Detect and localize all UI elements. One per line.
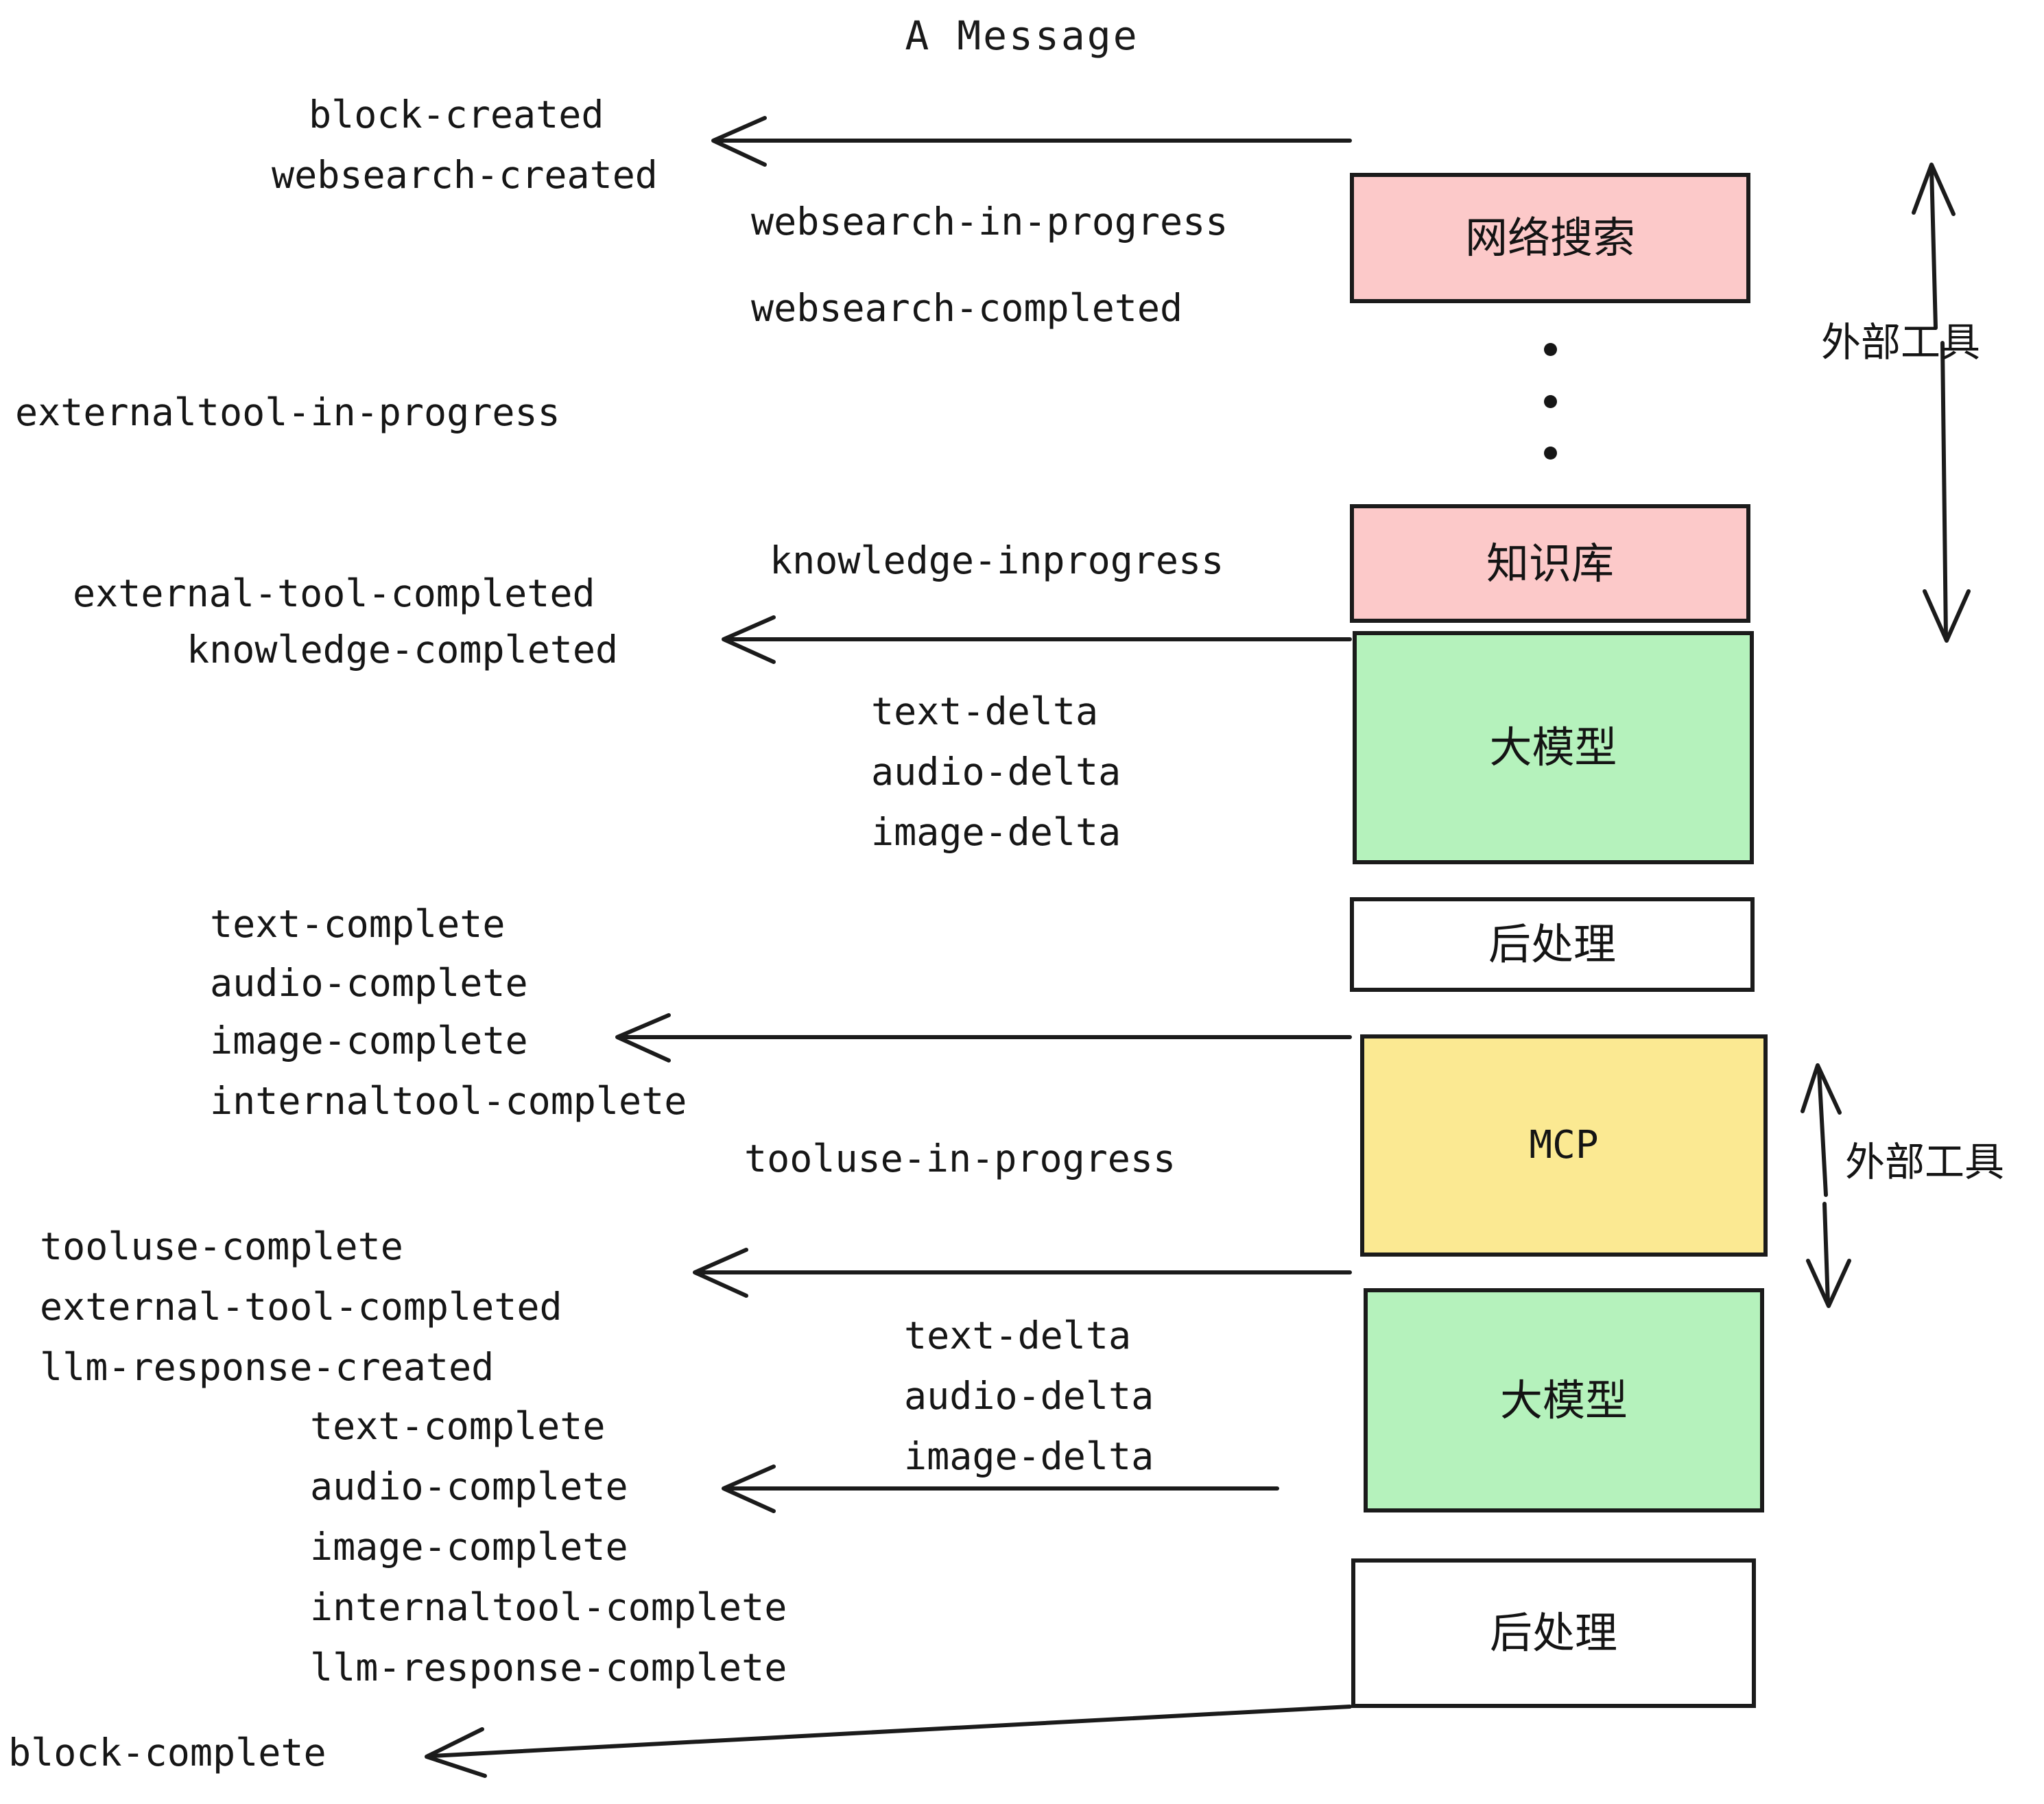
node-knowledge-base-label: 知识库 xyxy=(1486,538,1614,589)
event-label-tooluse-in-progress: tooluse-in-progress xyxy=(744,1137,1176,1180)
event-label-llm-response-created: llm-response-created xyxy=(40,1345,495,1389)
node-llm-top-label: 大模型 xyxy=(1489,722,1617,772)
node-postprocess-bottom[interactable]: 后处理 xyxy=(1351,1558,1756,1708)
event-label-audio-complete-1: audio-complete xyxy=(210,961,528,1005)
event-label-image-complete-2: image-complete xyxy=(310,1525,628,1569)
bracket-external-tools-bottom-up-arrow xyxy=(1801,1063,1842,1197)
node-mcp[interactable]: MCP xyxy=(1360,1034,1768,1257)
bracket-external-tools-top-up-arrow xyxy=(1912,163,1956,330)
event-label-websearch-in-progress: websearch-in-progress xyxy=(751,200,1228,244)
event-label-block-complete: block-complete xyxy=(8,1731,326,1775)
event-label-text-delta-1: text-delta xyxy=(871,689,1099,733)
node-postprocess-bottom-label: 后处理 xyxy=(1489,1608,1617,1658)
event-label-knowledge-inprogress: knowledge-inprogress xyxy=(770,538,1224,582)
event-label-block-created: block-created xyxy=(309,93,604,137)
arrow-websearch-to-block-created xyxy=(711,116,1352,167)
event-label-llm-response-complete: llm-response-complete xyxy=(310,1646,787,1689)
arrow-mcp-to-tooluse-complete xyxy=(693,1248,1352,1298)
event-label-text-delta-2: text-delta xyxy=(904,1314,1132,1357)
side-label-external-tools-bottom: 外部工具 xyxy=(1845,1139,2005,1185)
event-label-tooluse-complete: tooluse-complete xyxy=(40,1224,403,1268)
vertical-ellipsis-icon xyxy=(1543,343,1557,460)
event-label-knowledge-completed: knowledge-completed xyxy=(187,628,619,672)
arrow-postprocess-to-image-complete xyxy=(615,1013,1352,1063)
event-label-internaltool-complete-1: internaltool-complete xyxy=(210,1079,687,1123)
event-label-audio-complete-2: audio-complete xyxy=(310,1464,628,1508)
event-label-externaltool-in-progress: externaltool-in-progress xyxy=(15,390,560,434)
event-label-websearch-completed: websearch-completed xyxy=(751,286,1183,330)
arrow-postprocess-to-block-complete xyxy=(425,1705,1352,1778)
event-label-text-complete-2: text-complete xyxy=(310,1404,606,1448)
arrow-knowledge-to-knowledge-completed xyxy=(722,615,1352,664)
event-label-internaltool-complete-2: internaltool-complete xyxy=(310,1585,787,1629)
event-label-text-complete-1: text-complete xyxy=(210,902,506,946)
event-label-external-tool-completed-2: external-tool-completed xyxy=(40,1285,562,1329)
node-knowledge-base[interactable]: 知识库 xyxy=(1350,504,1750,623)
event-label-image-delta-2: image-delta xyxy=(904,1434,1154,1478)
node-mcp-label: MCP xyxy=(1529,1123,1599,1167)
node-postprocess-top-label: 后处理 xyxy=(1488,919,1616,969)
node-websearch-label: 网络搜索 xyxy=(1464,213,1635,263)
event-label-image-complete-1: image-complete xyxy=(210,1019,528,1063)
node-llm-top[interactable]: 大模型 xyxy=(1353,631,1754,864)
node-postprocess-top[interactable]: 后处理 xyxy=(1350,897,1755,992)
event-label-audio-delta-1: audio-delta xyxy=(871,750,1121,794)
bracket-external-tools-bottom-down-arrow xyxy=(1806,1202,1851,1308)
event-label-audio-delta-2: audio-delta xyxy=(904,1374,1154,1418)
node-llm-bottom-label: 大模型 xyxy=(1499,1375,1628,1425)
event-label-image-delta-1: image-delta xyxy=(871,810,1121,854)
node-llm-bottom[interactable]: 大模型 xyxy=(1364,1288,1764,1512)
page-title: A Message xyxy=(905,12,1139,59)
event-label-websearch-created: websearch-created xyxy=(272,153,658,197)
side-label-external-tools-top: 外部工具 xyxy=(1821,319,1981,366)
event-label-external-tool-completed-1: external-tool-completed xyxy=(73,571,595,615)
node-websearch[interactable]: 网络搜索 xyxy=(1350,173,1750,303)
bracket-external-tools-top-down-arrow xyxy=(1923,341,1971,643)
